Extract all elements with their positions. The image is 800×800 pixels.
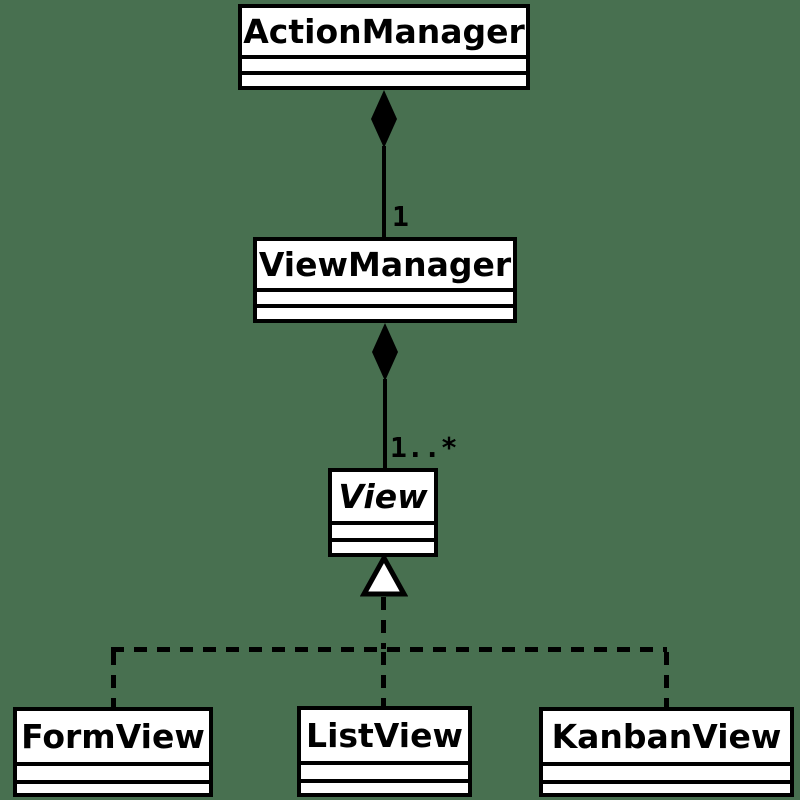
methods-compartment [301,783,468,793]
class-title: ActionManager [242,8,526,59]
association-line [382,146,386,237]
class-box-view: View [328,468,438,557]
methods-compartment [242,75,526,86]
methods-compartment [332,542,434,553]
class-title: View [332,472,434,525]
inheritance-triangle-icon [360,554,408,597]
attributes-compartment [17,766,209,784]
realization-line-listview [381,652,386,706]
class-box-kanbanview: KanbanView [539,707,794,797]
multiplicity-label: 1 [392,200,409,233]
class-box-listview: ListView [297,706,472,797]
attributes-compartment [257,292,513,308]
class-box-actionmanager: ActionManager [238,4,530,90]
methods-compartment [17,784,209,793]
multiplicity-label: 1..* [390,431,458,464]
composition-diamond-icon [371,90,397,148]
class-title: FormView [17,711,209,766]
realization-line-formview [111,652,116,707]
class-box-viewmanager: ViewManager [253,237,517,323]
realization-line-kanbanview [664,652,669,707]
realization-line-stem [381,597,386,649]
class-title: KanbanView [543,711,790,766]
class-title: ViewManager [257,241,513,292]
attributes-compartment [242,59,526,75]
attributes-compartment [301,765,468,783]
association-line [383,379,387,468]
methods-compartment [543,784,790,793]
realization-line-branch [111,647,667,652]
composition-diamond-icon [372,323,398,381]
class-box-formview: FormView [13,707,213,797]
class-title: ListView [301,710,468,765]
attributes-compartment [543,766,790,784]
attributes-compartment [332,525,434,542]
methods-compartment [257,308,513,319]
